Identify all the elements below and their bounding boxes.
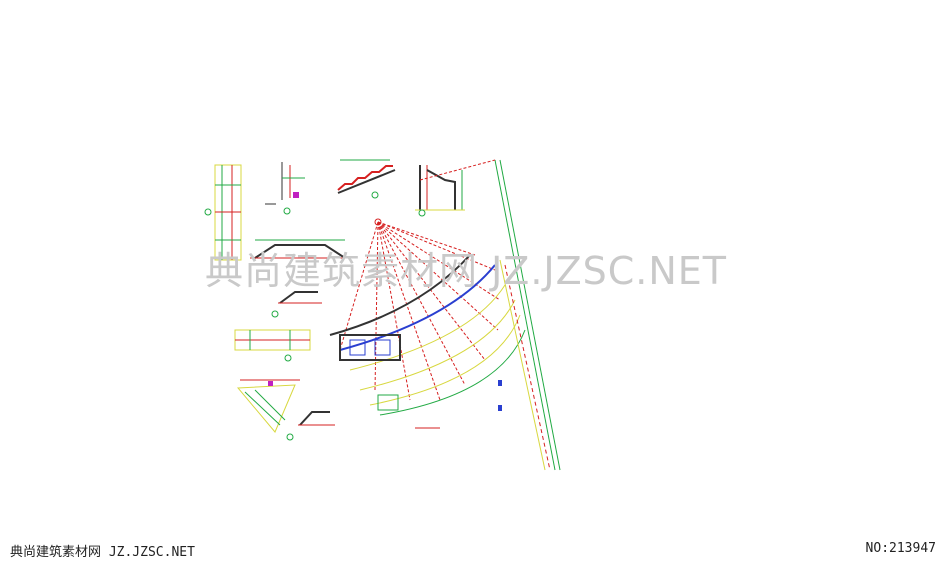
- triangular-plan-detail: [236, 379, 300, 441]
- fan-plan-main: [329, 159, 561, 471]
- slope-detail: [298, 411, 335, 426]
- wall-section-detail: [415, 165, 465, 217]
- small-section-detail: [265, 162, 305, 215]
- long-elevation-detail: [234, 329, 311, 362]
- footer-site-label: 典尚建筑素材网 JZ.JZSC.NET: [10, 545, 195, 560]
- profile-detail-1: [250, 239, 350, 259]
- watermark-text: 典尚建筑素材网 JZ.JZSC.NET: [205, 249, 728, 293]
- profile-detail-2: [271, 291, 322, 318]
- stair-section-detail: [337, 159, 396, 199]
- left-elevation-detail: [204, 164, 242, 261]
- footer-number-label: NO:213947: [865, 541, 936, 556]
